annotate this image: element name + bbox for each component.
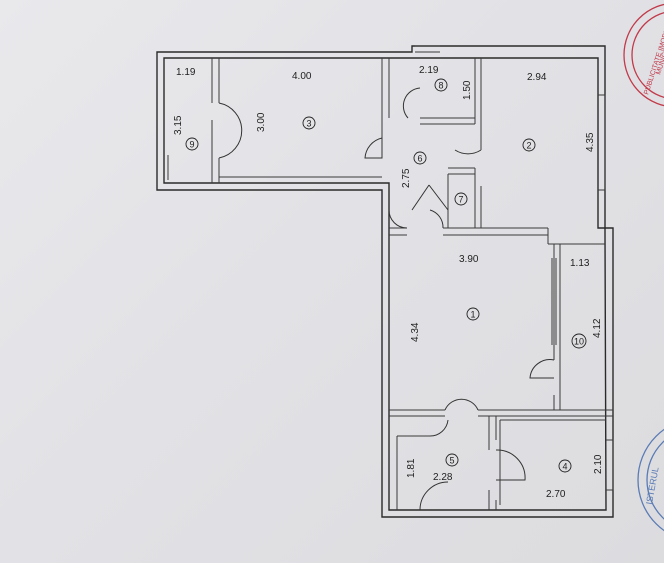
room-10-number: 10 (574, 337, 584, 347)
room-3-height: 3.00 (256, 112, 267, 132)
room-4-marker (558, 459, 572, 473)
room-2-height: 4.35 (585, 132, 596, 152)
blue-stamp: ISTERUL (637, 428, 664, 532)
room-3-width: 4.00 (292, 71, 312, 82)
room-5-number: 5 (449, 456, 454, 466)
stamp-text-blue: ISTERUL (644, 466, 660, 505)
room-9-width: 1.19 (176, 67, 196, 78)
inner-walls (211, 58, 613, 510)
room-9-height: 3.15 (173, 115, 184, 135)
room-7-number: 7 (458, 195, 463, 205)
room-5-marker (445, 453, 459, 467)
room-4-height: 2.10 (593, 454, 604, 474)
room-2: 2.94 4.35 2 (522, 72, 596, 152)
room-10-height: 4.12 (592, 318, 603, 338)
room-3-number: 3 (306, 119, 311, 129)
room-4: 2.70 2.10 4 (546, 454, 604, 500)
room-1-number: 1 (470, 310, 475, 320)
windows (167, 45, 614, 491)
room-4-number: 4 (562, 462, 567, 472)
room-4-width: 2.70 (546, 489, 566, 500)
room-8-marker (434, 78, 448, 92)
room-6-marker (413, 151, 427, 165)
room-1-marker (466, 307, 480, 321)
room-5: 1.81 2.28 5 (406, 453, 459, 483)
room-5-height: 1.81 (406, 458, 417, 478)
room-1: 3.90 4.34 1 (410, 254, 480, 342)
room-3-marker (302, 116, 316, 130)
room-10-width: 1.13 (570, 258, 590, 269)
room-6-height: 2.75 (401, 168, 412, 188)
room-3: 4.00 3.00 3 (256, 71, 316, 132)
room-2-number: 2 (526, 141, 531, 151)
room-10: 1.13 4.12 10 (570, 258, 603, 349)
room-10-marker (571, 333, 587, 349)
room-8-width: 2.19 (419, 65, 439, 76)
room-9: 1.19 3.15 9 (173, 67, 199, 151)
room-8-number: 8 (438, 81, 443, 91)
room-2-width: 2.94 (527, 72, 547, 83)
red-stamp: PUBLICITATE IMOBILIARA MUNICIPIUL BUCU (623, 3, 664, 107)
room-7: 7 (454, 192, 468, 206)
room-8-height: 1.50 (462, 80, 473, 100)
room-7-marker (454, 192, 468, 206)
room-5-width: 2.28 (433, 472, 453, 483)
room-1-width: 3.90 (459, 254, 479, 265)
doors (218, 87, 555, 511)
room-6: 2.75 6 (401, 151, 427, 188)
room-2-marker (522, 138, 536, 152)
room-9-marker (185, 137, 199, 151)
room-1-height: 4.34 (410, 322, 421, 342)
room-6-number: 6 (417, 154, 422, 164)
room-8: 2.19 1.50 8 (419, 65, 473, 100)
room-9-number: 9 (189, 140, 194, 150)
outer-walls (156, 45, 614, 518)
